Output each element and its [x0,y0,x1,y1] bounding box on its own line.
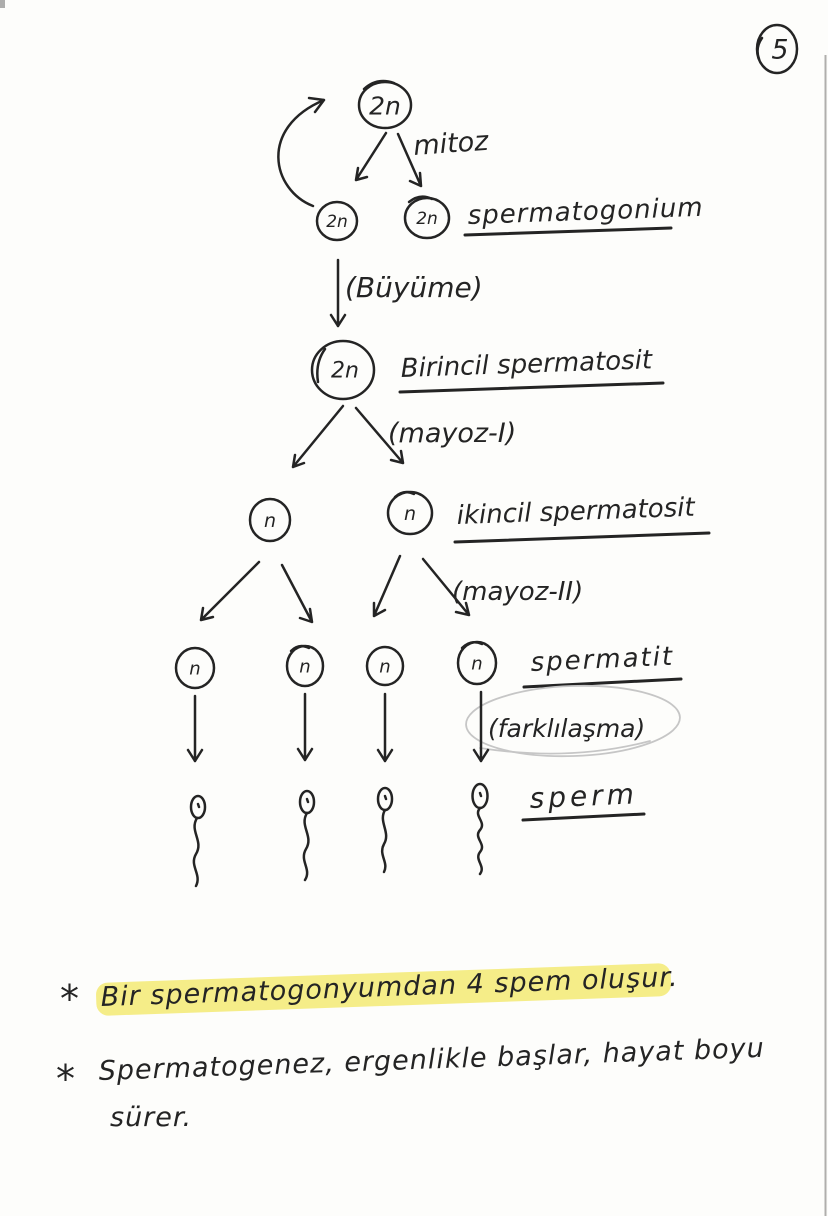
arrow-differentiation-4 [472,690,490,763]
sperm-tail [380,808,388,874]
cell-circle [365,645,405,687]
cell-sketch-stroke [362,79,396,91]
arrow-mitosis-left [354,131,388,182]
cell-spermatid-1: n [174,646,216,690]
cell-spermatogonium-left: 2n [315,200,359,242]
yellow-highlight [96,963,672,1016]
arrow-growth [329,258,347,328]
sperm-tail [192,816,200,888]
pencil-circle-extra-arc [479,740,651,755]
arrow-meiosis2-2 [280,563,314,624]
spermatit-underline [522,677,683,689]
page-number-inner-arc [756,36,764,61]
arrow-meiosis1-left [291,404,345,469]
cell-sketch-stroke [460,640,484,650]
farklilasma-label: (farklılaşma) [488,714,645,743]
arrow-meiosis1-right [354,406,405,465]
cell-circle [174,646,216,690]
buyume-label: (Büyüme) [345,271,483,304]
sperm-head-dot [305,797,310,804]
ikincil-spermatosit-underline [453,531,711,544]
sperm-drawing-1 [189,794,207,888]
cell-label: 2n [326,212,348,232]
spermatogonium-underline [463,226,673,237]
cell-label: n [379,657,390,678]
mitoz-label: mitoz [412,126,490,162]
arrow-mitosis-right [396,132,423,188]
note-1-bullet: * [60,977,79,1021]
cell-spermatid-4: n [456,640,498,686]
cell-label: n [471,654,482,675]
sperm-drawing-2 [298,789,316,882]
cell-sketch-stroke [289,644,311,653]
arrow-differentiation-1 [186,694,204,763]
cell-secondary-left: n [248,497,292,543]
arrow-meiosis2-4 [421,557,471,617]
cell-circle [248,497,292,543]
birincil-spermatosit-underline [398,381,665,394]
sperm-head-dot [478,791,483,798]
page-number: 5 [771,35,788,66]
sperm-underline [521,812,646,822]
sperm-head-dot [196,802,201,809]
sperm-tail [476,806,484,876]
scan-corner-mark [0,0,5,8]
note-2-bullet: * [56,1057,75,1101]
cell-sketch-stroke [316,347,327,384]
sperm-drawing-3 [376,786,394,874]
sperm-drawing-4 [471,782,489,876]
arrow-differentiation-3 [376,692,394,763]
pencil-circle-around-farklilasma [465,684,681,758]
cell-sketch-stroke [393,490,416,499]
spermatogonium-label: spermatogonium [467,193,704,231]
cell-label: n [404,503,416,525]
arrow-differentiation-2 [296,692,314,762]
cell-circle [315,200,359,242]
cell-spermatogonium-top: 2n [357,79,413,130]
sperm-head-dot [383,794,388,801]
cell-spermatid-2: n [285,644,325,688]
cell-secondary-right: n [386,490,434,536]
sperm-label: sperm [529,777,639,815]
cell-label: n [264,510,276,532]
mayoz-2-label: (mayoz-II) [452,577,583,607]
spermatogenesis-diagram: 2n mitoz 2n 2n spermatogonium (Büyüme) 2… [174,79,711,888]
cell-sketch-stroke [407,195,434,204]
note-3-text: sürer. [110,1102,192,1133]
birincil-spermatosit-label: Birincil spermatosit [400,345,653,384]
cell-spermatid-3: n [365,645,405,687]
arrow-self-renewal [277,96,326,208]
note-2-text: Spermatogenez, ergenlikle başlar, hayat … [98,1033,765,1087]
ikincil-spermatosit-label: ikincil spermatosit [456,493,696,531]
cell-label: n [299,657,310,678]
arrow-meiosis2-3 [372,554,402,618]
spermatit-label: spermatit [530,642,675,678]
cell-spermatogonium-right: 2n [403,195,451,240]
cell-circle [310,339,376,401]
notes-section: * Bir spermatogonyumdan 4 spem oluşur. *… [56,962,765,1133]
cell-primary-spermatocyte: 2n [310,339,376,401]
cell-label: n [189,659,200,680]
cell-label: 2n [331,359,359,384]
page-number-badge: 5 [755,23,799,75]
cell-label: 2n [369,92,401,121]
cell-label: 2n [416,209,438,229]
sperm-tail [302,811,310,882]
arrow-meiosis2-1 [199,560,261,622]
mayoz-1-label: (mayoz-I) [388,418,516,449]
